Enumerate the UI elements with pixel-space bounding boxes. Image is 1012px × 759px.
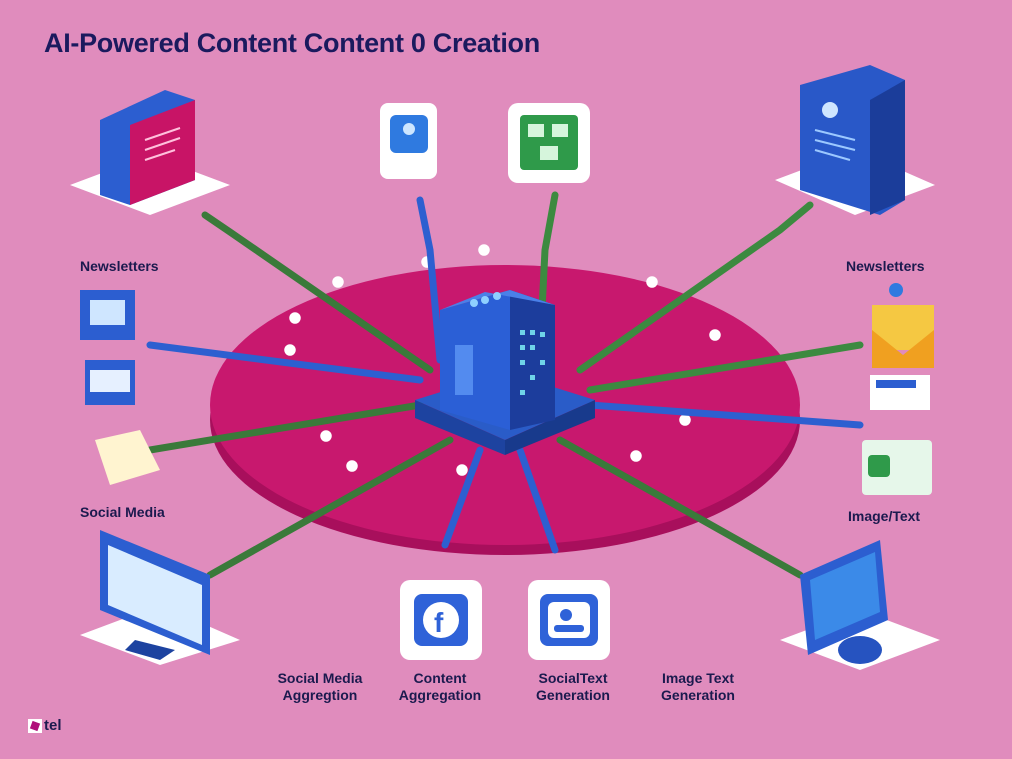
- newsletter-stack-left: [80, 290, 160, 485]
- brand-logo: tel: [28, 717, 62, 734]
- label-line: SocialText: [538, 670, 608, 686]
- label-newsletters-left: Newsletters: [80, 258, 159, 274]
- label-image-text: Image/Text: [848, 508, 921, 524]
- label-line: Aggregation: [398, 687, 482, 703]
- label-content-aggregation: Content Aggregation: [390, 670, 490, 704]
- monitor-icon-right: [780, 540, 940, 670]
- profile-icon-tile: [528, 580, 610, 660]
- label-social-media-aggregation: Social Media Aggregtion: [270, 670, 370, 704]
- monitor-icon-left: [80, 530, 240, 665]
- ai-hub-server: [415, 290, 595, 455]
- label-line: Content: [413, 670, 467, 686]
- label-line: Image Text: [661, 670, 735, 686]
- label-newsletters-right: Newsletters: [846, 258, 925, 274]
- network-icon-tile: [380, 103, 437, 179]
- logo-text: tel: [44, 717, 62, 734]
- newsletter-stack-right: [862, 283, 934, 495]
- label-line: Generation: [661, 687, 735, 703]
- logo-mark-icon: [28, 718, 42, 733]
- label-social-media: Social Media: [80, 504, 165, 520]
- label-image-text-generation: Image Text Generation: [648, 670, 748, 704]
- page-title: AI-Powered Content Content 0 Creation: [44, 28, 540, 58]
- server-icon-right: [775, 65, 935, 215]
- document-icon-left: [70, 90, 230, 215]
- connection-lines: [146, 191, 864, 579]
- grid-icon-tile: [508, 103, 590, 183]
- svg-text:f: f: [434, 607, 444, 638]
- label-line: Generation: [536, 687, 610, 703]
- label-line: Aggregtion: [282, 687, 358, 703]
- label-socialtext-generation: SocialText Generation: [523, 670, 623, 704]
- facebook-icon-tile: f: [400, 580, 482, 660]
- label-line: Social Media: [277, 670, 363, 686]
